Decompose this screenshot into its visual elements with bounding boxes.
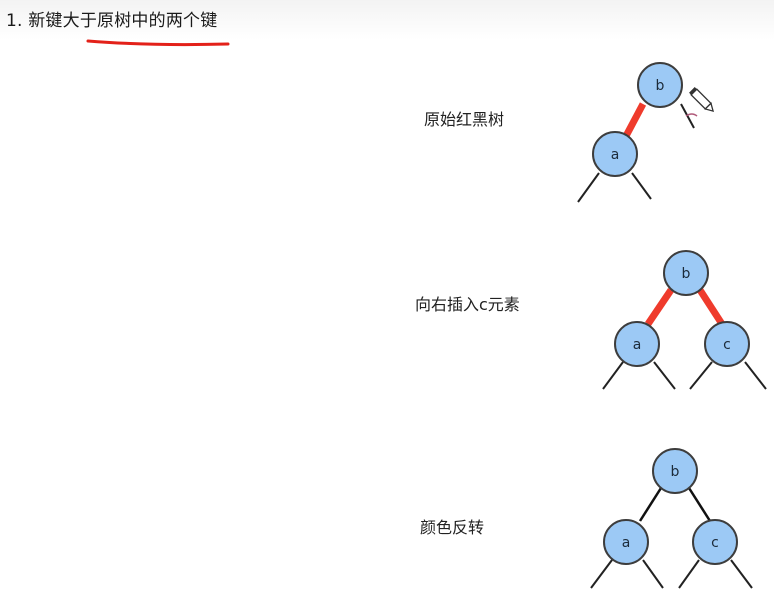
node-b-label: b — [682, 266, 691, 282]
node-b — [652, 448, 698, 494]
node-a-label: a — [622, 535, 631, 551]
tree-original: b a — [577, 62, 715, 203]
heading-number: 1. — [6, 11, 23, 31]
node-c — [692, 519, 738, 565]
pencil-mark — [685, 113, 698, 117]
node-c-label: c — [711, 535, 719, 551]
tree-color-flip: b a c — [590, 448, 753, 589]
node-b — [663, 250, 709, 296]
node-a — [614, 321, 660, 367]
link-a-left — [577, 172, 600, 203]
node-c — [704, 321, 750, 367]
node-b-label: b — [656, 78, 665, 94]
link-c-left — [678, 559, 700, 589]
red-link-b-c — [697, 288, 725, 326]
node-a — [603, 519, 649, 565]
red-link-b-a — [645, 288, 674, 326]
node-c-label: c — [723, 337, 731, 353]
link-b-right — [680, 103, 695, 129]
heading-underline — [86, 39, 230, 47]
node-a-label: a — [611, 147, 620, 163]
step-label-color-flip: 颜色反转 — [420, 518, 485, 537]
node-b-label: b — [671, 464, 680, 480]
heading-text: 新键大于原树中的两个键 — [28, 11, 218, 31]
node-b — [637, 62, 683, 108]
link-c-left — [689, 361, 713, 390]
link-a-right — [631, 172, 652, 200]
node-a — [592, 131, 638, 177]
link-a-left — [602, 361, 624, 390]
link-a-left — [590, 559, 613, 589]
pencil-cursor-icon — [689, 87, 715, 113]
step-label-insert-right: 向右插入c元素 — [415, 295, 520, 314]
link-a-right — [653, 361, 676, 390]
link-c-right — [730, 559, 753, 589]
heading-background — [0, 0, 774, 40]
step-label-original-tree: 原始红黑树 — [424, 110, 505, 129]
red-link-b-a — [622, 102, 647, 138]
link-a-right — [642, 559, 664, 589]
node-a-label: a — [633, 337, 642, 353]
black-link-b-a — [638, 487, 663, 522]
tree-insert-right: b a c — [602, 250, 767, 390]
link-c-right — [744, 361, 767, 390]
page-title: 1. 新键大于原树中的两个键 — [6, 6, 217, 31]
black-link-b-c — [687, 487, 712, 522]
